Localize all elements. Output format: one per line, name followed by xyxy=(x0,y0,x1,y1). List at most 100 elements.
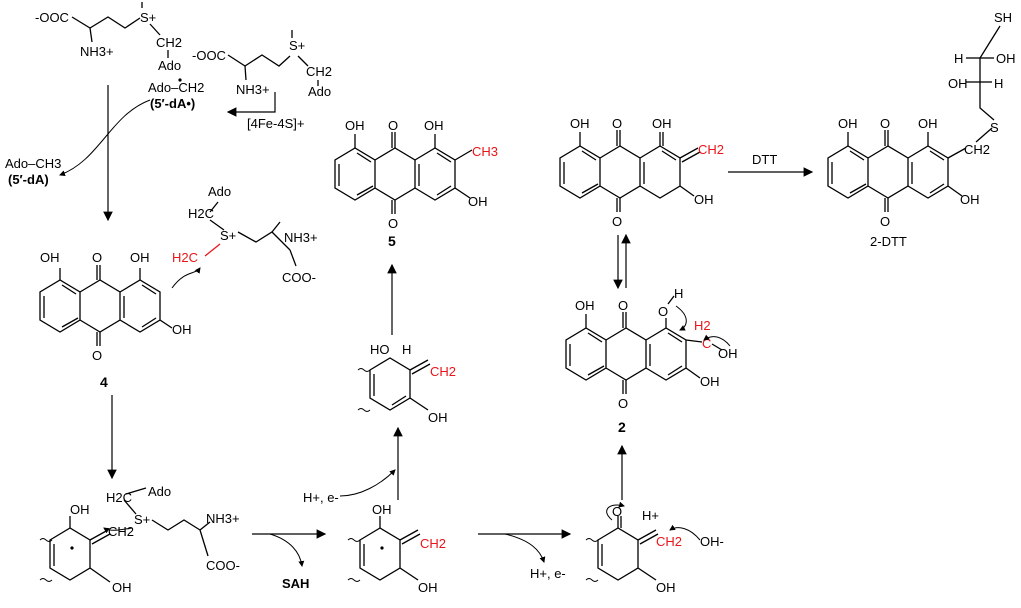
compound-label: 2-DTT xyxy=(870,234,907,249)
cluster-label: [4Fe-4S]+ xyxy=(247,116,304,131)
proton-transfer-arrow xyxy=(675,305,687,331)
mid-intermediate: HO H CH2 OH xyxy=(357,342,456,425)
carbonyl-label: O xyxy=(612,214,622,229)
sah-label: SAH xyxy=(282,576,309,591)
adenosyl-radical: Ado–CH2 (5′-dA•) xyxy=(148,78,204,111)
carbonyl-label: O xyxy=(612,116,622,131)
dA-name: (5′-dA) xyxy=(8,172,49,187)
hydrogen-label: H xyxy=(954,51,963,66)
carbonyl-label: O xyxy=(880,116,890,131)
bottom-left-intermediate: OH OH CH2 H2C Ado S+ NH3+ COO- xyxy=(39,484,240,595)
red-h2-label: H2 xyxy=(694,318,711,333)
carbonyl-label: O xyxy=(92,348,102,363)
carbonyl-label: O xyxy=(618,298,628,313)
ammonium-label: NH3+ xyxy=(206,511,240,526)
hydroxyl-label: OH xyxy=(918,116,938,131)
hydroxyl-label: OH xyxy=(948,76,968,91)
bottom-mid-intermediate: OH CH2 OH xyxy=(347,502,446,595)
carbonyl-label: O xyxy=(388,118,398,133)
hydroxyl-label: OH xyxy=(372,502,392,517)
hydroxyl-label: OH xyxy=(656,580,676,595)
hydroxide-leaving-arrow xyxy=(703,334,731,347)
red-methylene: CH2 xyxy=(420,536,446,551)
phenol-oxygen-label: O xyxy=(658,304,668,319)
hydroxide-attack-arrow xyxy=(669,524,701,541)
dA-formula: Ado–CH3 xyxy=(5,156,61,171)
sulfonium-cleavage-arrow xyxy=(103,527,133,534)
red-carbon-label: C xyxy=(702,336,711,351)
carbonyl-label: O xyxy=(880,214,890,229)
hydroxyl-label: OH xyxy=(418,580,438,595)
carbonyl-label: OH xyxy=(652,116,672,131)
methylene-label: CH2 xyxy=(964,142,990,157)
compound-number: 4 xyxy=(100,374,108,390)
compound-number: 2 xyxy=(870,234,877,249)
electron-loss-curve xyxy=(504,533,546,563)
hydrogen-label: H xyxy=(994,76,1003,91)
carbonyl-label: O xyxy=(92,250,102,265)
deoxyadenosine: Ado–CH3 (5′-dA) xyxy=(5,156,61,187)
compound-number: 2 xyxy=(618,419,626,435)
methylene-label: CH2 xyxy=(108,524,134,539)
hydroxyl-label: OH xyxy=(172,322,192,337)
red-methylene: CH2 xyxy=(698,142,724,157)
thioether-label: S xyxy=(990,120,999,135)
hydroxyl-label: OH xyxy=(40,250,60,265)
hydroxyl-label: OH xyxy=(718,346,738,361)
hydroxyl-label: OH xyxy=(130,250,150,265)
sulfonium-label: S+ xyxy=(220,228,236,243)
adenosyl-label: Ado xyxy=(158,58,181,73)
compound-2-dtt: OH O OH CH2 OH O S OH H H OH SH 2-DTT xyxy=(827,10,1016,249)
sulfonium-label: S+ xyxy=(140,10,156,25)
hydroxyl-label: OH xyxy=(996,51,1016,66)
sulfonium-label: S+ xyxy=(289,38,305,53)
hydroxyl-label: OH xyxy=(468,194,488,209)
hydroxyl-label: OH xyxy=(694,192,714,207)
adenosyl-label: Ado xyxy=(308,84,331,99)
adenosyl-label: Ado xyxy=(208,184,231,199)
red-methyl: CH3 xyxy=(472,144,498,159)
proton-label: H+ xyxy=(642,508,659,523)
compound-2: OH O O H H2 C OH OH O 2 xyxy=(565,286,738,435)
radical-formula: Ado–CH2 xyxy=(148,80,204,95)
red-methylene: H2C xyxy=(172,250,198,265)
sam-molecule-mid: -OOC S+ CH2 Ado NH3+ xyxy=(192,30,332,99)
h-abstraction-curve xyxy=(59,99,151,177)
carbonyl-label: O xyxy=(388,216,398,231)
hydroxyl-label: OH xyxy=(960,192,980,207)
dtt-label: DTT xyxy=(752,152,777,167)
carboxylate-label: -OOC xyxy=(35,10,69,25)
sah-release-curve xyxy=(269,533,305,567)
h2c-label: H2C xyxy=(106,490,132,505)
hydroxide-label: OH- xyxy=(700,534,724,549)
bottom-right-intermediate: O H+ CH2 OH- OH xyxy=(585,501,724,595)
ammonium-label: NH3+ xyxy=(80,44,114,59)
protonation-curve xyxy=(339,469,396,497)
compound-suffix: -DTT xyxy=(877,234,907,249)
sam-molecule-left: -OOC S+ CH2 Ado NH3+ xyxy=(35,2,182,73)
radical-dot xyxy=(178,78,182,82)
thiol-label: SH xyxy=(994,10,1012,25)
hydroxyl-label: OH xyxy=(700,374,720,389)
cluster-reduction-arrow xyxy=(226,92,276,117)
hydroxyl-label: OH xyxy=(575,298,595,313)
radical-name: (5′-dA•) xyxy=(150,96,195,111)
carboxylate-label: COO- xyxy=(206,558,240,573)
tautomer-arrow xyxy=(606,501,625,521)
methylene-label: CH2 xyxy=(156,35,182,50)
hydroxyl-label: OH xyxy=(838,116,858,131)
hydroxyl-label: OH xyxy=(70,502,90,517)
phenol-hydrogen-label: H xyxy=(674,286,683,301)
hydroxyl-label: OH xyxy=(112,580,132,595)
compound-5: OH O OH CH3 OH O 5 xyxy=(334,118,498,249)
carboxylate-label: -OOC xyxy=(192,48,226,63)
carbonyl-label: O xyxy=(612,504,622,519)
compound-4: OH O OH O OH 4 H2C Ado S+ H2C NH3+ COO- xyxy=(39,184,318,390)
h-plus-electron-label: H+, e- xyxy=(303,490,339,505)
hydroxyl-label: OH xyxy=(570,116,590,131)
hydroxyl-label: OH xyxy=(345,118,365,133)
hydrogen-label: H xyxy=(402,342,411,357)
sulfonium-label: S+ xyxy=(134,512,150,527)
adenosyl-label: Ado xyxy=(148,484,171,499)
hydroxyl-label: OH xyxy=(428,410,448,425)
